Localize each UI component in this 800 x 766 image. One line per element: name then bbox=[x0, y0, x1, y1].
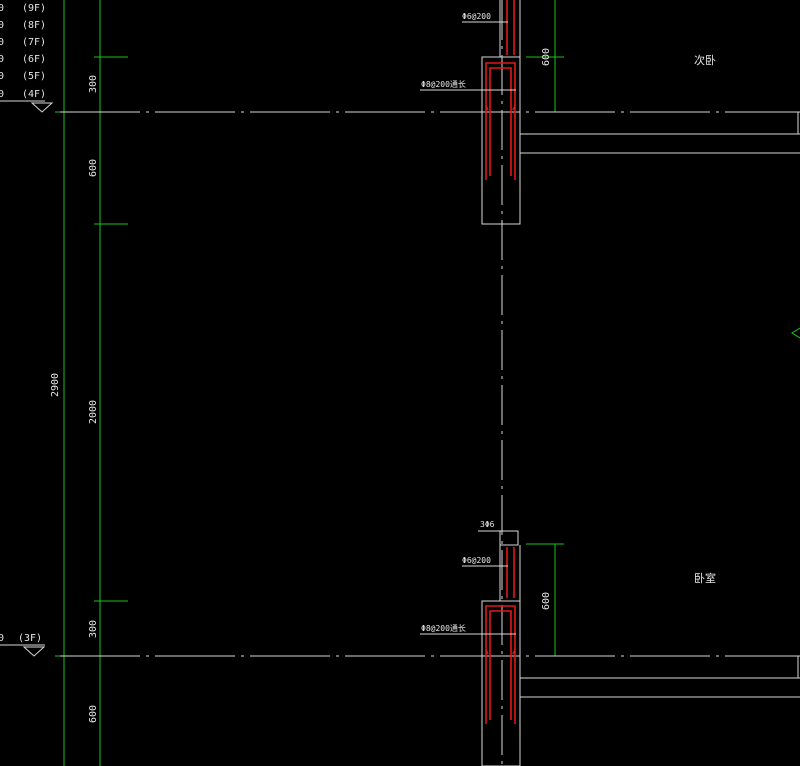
floor-num-8: 0 bbox=[0, 20, 4, 31]
floor-num-5: 0 bbox=[0, 71, 4, 82]
slab-lower-bottom bbox=[519, 696, 800, 766]
wall-sill-upper bbox=[481, 56, 521, 225]
floor-label-7f: (7F) bbox=[22, 37, 46, 48]
dim-text-2000: 2000 bbox=[88, 400, 99, 424]
floor-label-8f: (8F) bbox=[22, 20, 46, 31]
level-markers bbox=[22, 102, 54, 657]
floor-num-6: 0 bbox=[0, 54, 4, 65]
dim-text-600-right-bottom: 600 bbox=[541, 592, 552, 610]
rebar-upper bbox=[485, 0, 516, 180]
dim-text-600-a: 600 bbox=[88, 159, 99, 177]
floor-level-lines bbox=[60, 111, 800, 657]
dim-text-600-b: 600 bbox=[88, 705, 99, 723]
rebar-lower-hook-left bbox=[485, 649, 489, 655]
rebar-upper-hook-right bbox=[512, 105, 516, 111]
rebar-annotations: Φ6@200 Φ8@200通长 3Φ6 Φ6@200 Φ8@200通长 bbox=[420, 12, 516, 635]
level-triangle-upper bbox=[30, 102, 54, 113]
floor-num-7: 0 bbox=[0, 37, 4, 48]
rebar-lower-u-bar-inner bbox=[489, 610, 512, 720]
wall-sill-lower bbox=[481, 600, 521, 766]
slab-upper-top bbox=[519, 112, 800, 135]
note-bottom-stirrup: Φ6@200 bbox=[462, 556, 491, 565]
rebar-lower-hook-right bbox=[512, 649, 516, 655]
slab-upper-bottom bbox=[519, 152, 800, 224]
floor-num-3: 0 bbox=[0, 633, 4, 644]
dim-text-2900: 2900 bbox=[50, 373, 61, 397]
rebar-upper-hook-left bbox=[485, 105, 489, 111]
rebar-upper-u-bar-inner bbox=[489, 67, 512, 176]
floor-label-5f: (5F) bbox=[22, 71, 46, 82]
dim-text-300-bottom: 300 bbox=[88, 620, 99, 638]
lower-wall-section bbox=[481, 530, 800, 766]
rebar-lower bbox=[485, 547, 516, 724]
upper-wall-section bbox=[481, 0, 800, 225]
slab-lower-top bbox=[519, 656, 800, 679]
dim-text-600-right-top: 600 bbox=[541, 48, 552, 66]
note-bottom-small: 3Φ6 bbox=[480, 520, 495, 529]
dimension-lines bbox=[55, 0, 564, 766]
rebar-lower-u-bar-outer bbox=[485, 605, 516, 724]
floor-num-9: 0 bbox=[0, 3, 4, 14]
note-top-main: Φ8@200通长 bbox=[421, 79, 466, 89]
level-triangle-lower bbox=[22, 646, 46, 657]
room-label-lower: 卧室 bbox=[694, 571, 716, 585]
floor-label-3f: (3F) bbox=[18, 633, 42, 644]
rebar-upper-u-bar-outer bbox=[485, 62, 516, 180]
room-label-upper: 次卧 bbox=[694, 53, 716, 67]
floor-label-6f: (6F) bbox=[22, 54, 46, 65]
note-bottom-main: Φ8@200通长 bbox=[421, 623, 466, 633]
wall-top-block-lower bbox=[499, 530, 519, 546]
floor-label-4f: (4F) bbox=[22, 89, 46, 100]
floor-label-9f: (9F) bbox=[22, 3, 46, 14]
dimension-texts: 2900 300 600 2000 300 600 600 600 bbox=[50, 48, 552, 723]
floor-labels: 0 (9F) 0 (8F) 0 (7F) 0 (6F) 0 (5F) 30 (4… bbox=[0, 3, 46, 646]
dim-text-300-top: 300 bbox=[88, 75, 99, 93]
note-top-stirrup: Φ6@200 bbox=[462, 12, 491, 21]
floor-num-4: 30 bbox=[0, 89, 4, 100]
edge-marker-right bbox=[791, 327, 800, 339]
